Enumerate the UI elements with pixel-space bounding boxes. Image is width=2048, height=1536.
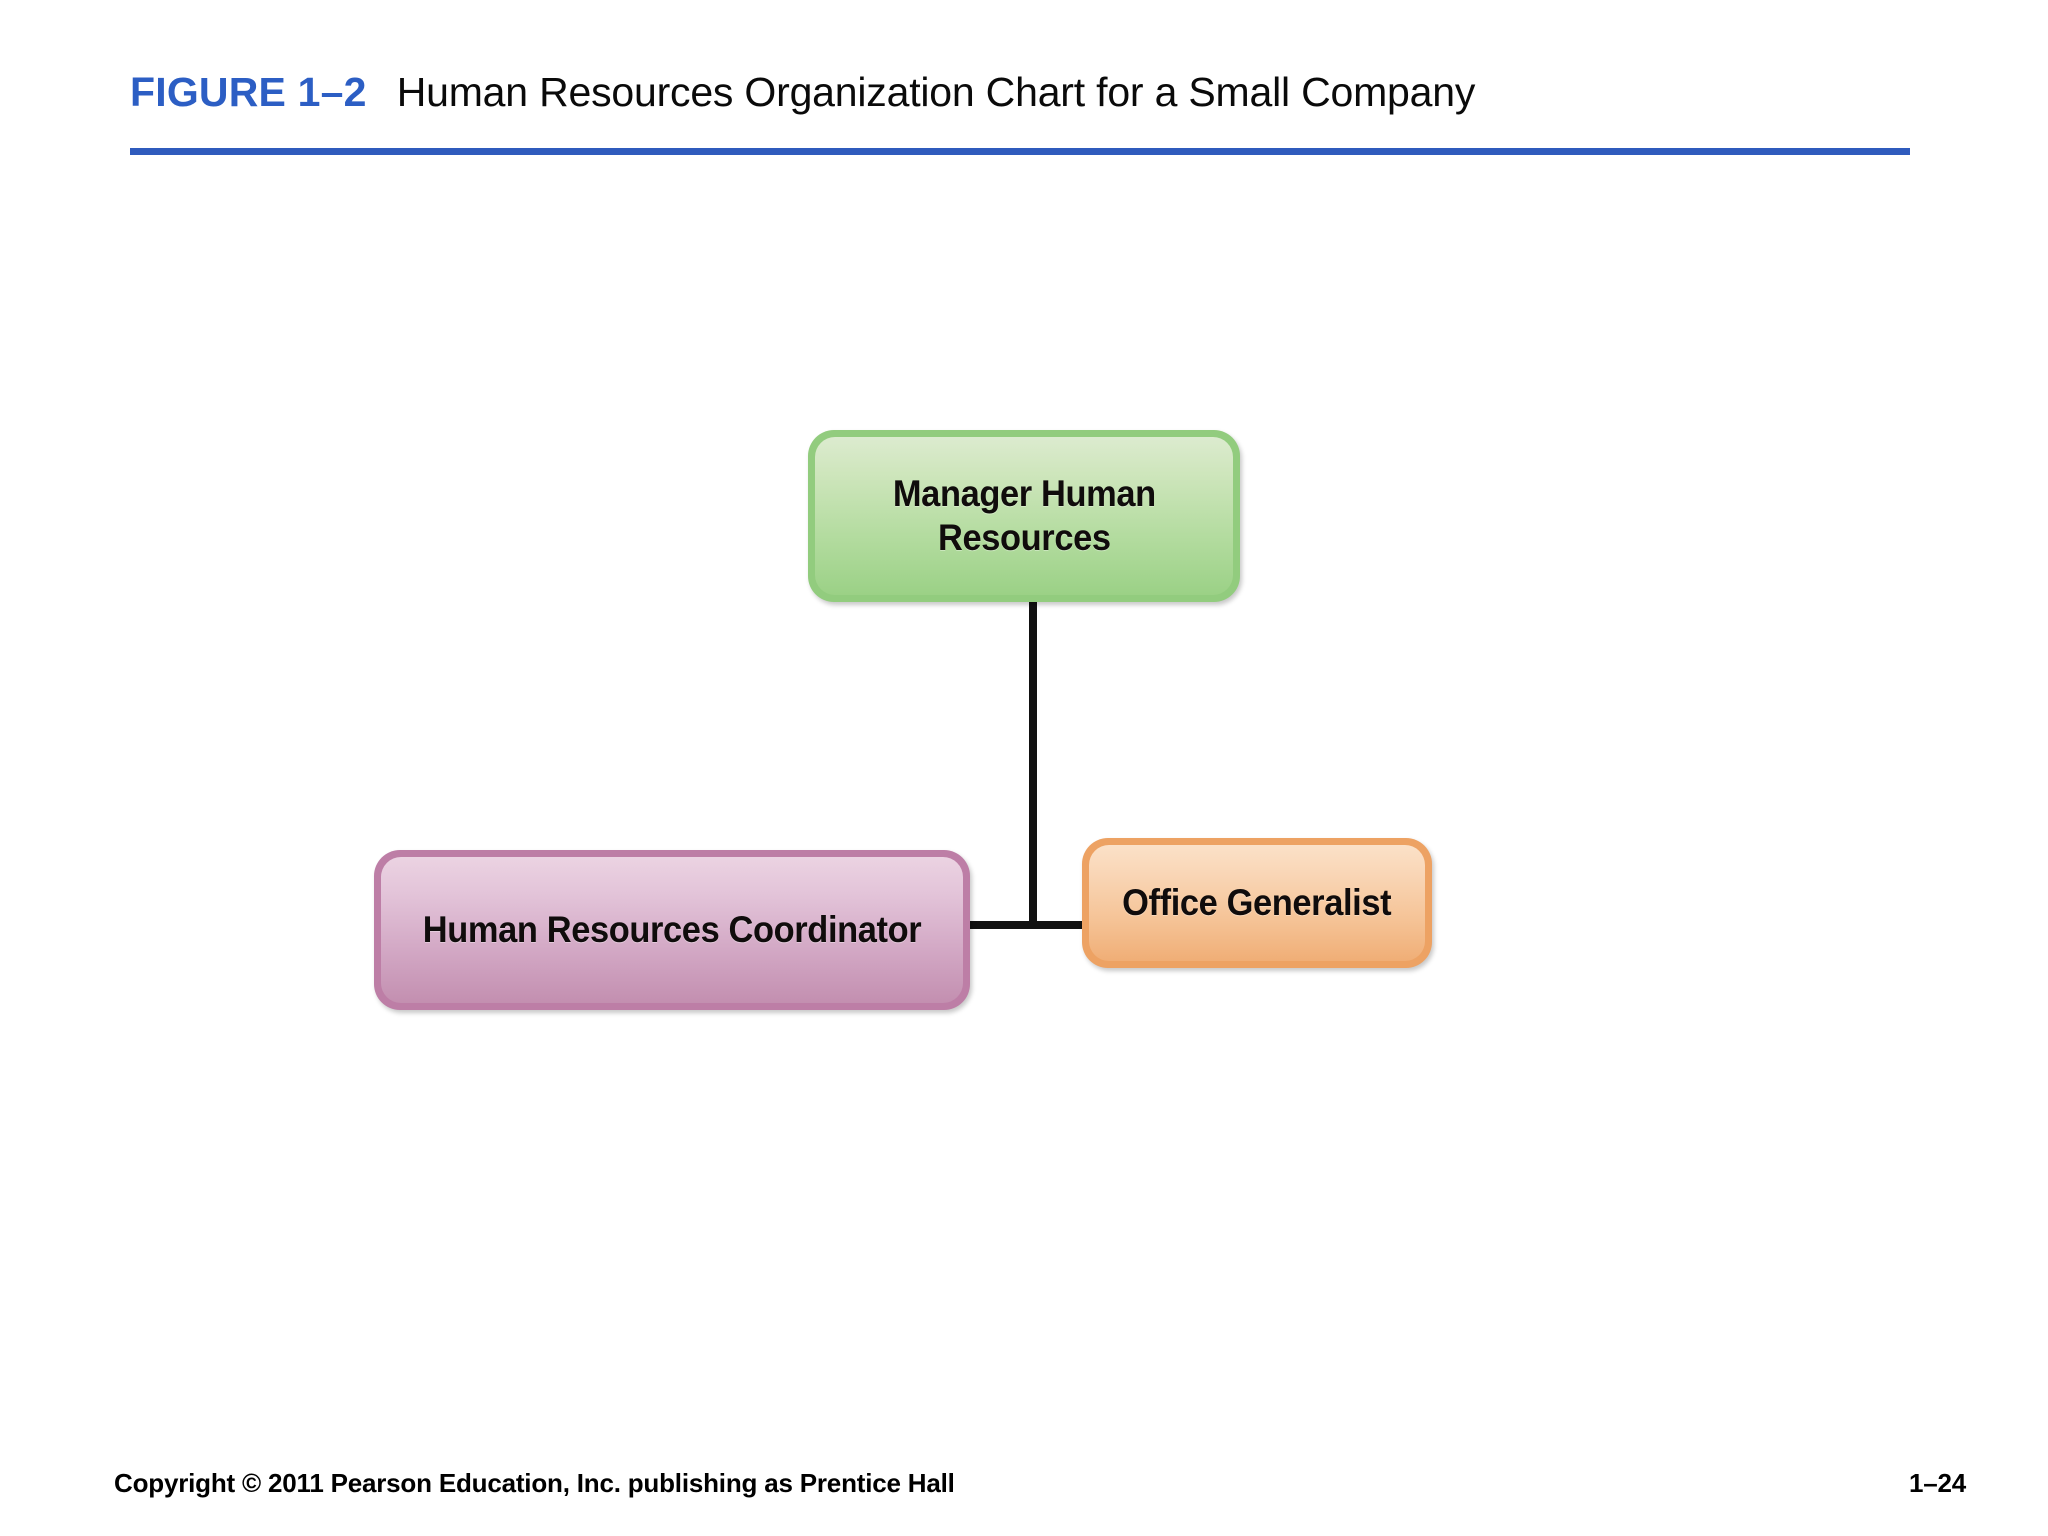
slide-footer: Copyright © 2011 Pearson Education, Inc.… bbox=[0, 1468, 2048, 1514]
org-node-manager-human-resources[interactable]: Manager Human Resources bbox=[808, 430, 1240, 602]
org-node-label-line-1: Manager Human bbox=[892, 473, 1156, 515]
org-node-face: Manager Human Resources bbox=[815, 437, 1233, 595]
org-node-office-generalist[interactable]: Office Generalist bbox=[1082, 838, 1432, 968]
figure-title-text: Human Resources Organization Chart for a… bbox=[396, 69, 1476, 115]
title-divider-rule bbox=[130, 148, 1910, 155]
page-number: 1–24 bbox=[1908, 1468, 1966, 1498]
org-node-label: Human Resources Coordinator bbox=[422, 909, 922, 951]
figure-label: FIGURE 1–2 bbox=[130, 69, 367, 115]
page-title: FIGURE 1–2 Human Resources Organization C… bbox=[130, 72, 1475, 113]
connector-line-horizontal bbox=[955, 921, 1095, 929]
org-node-face: Office Generalist bbox=[1089, 845, 1425, 961]
org-node-label-line-2: Resources bbox=[937, 517, 1111, 558]
connector-line-vertical bbox=[1029, 598, 1037, 928]
copyright-notice: Copyright © 2011 Pearson Education, Inc.… bbox=[114, 1468, 955, 1498]
slide-header: FIGURE 1–2 Human Resources Organization C… bbox=[130, 72, 1920, 162]
org-node-face: Human Resources Coordinator bbox=[381, 857, 963, 1003]
org-node-label: Office Generalist bbox=[1122, 882, 1392, 924]
org-node-human-resources-coordinator[interactable]: Human Resources Coordinator bbox=[374, 850, 970, 1010]
org-node-label: Manager Human Resources bbox=[893, 472, 1156, 559]
